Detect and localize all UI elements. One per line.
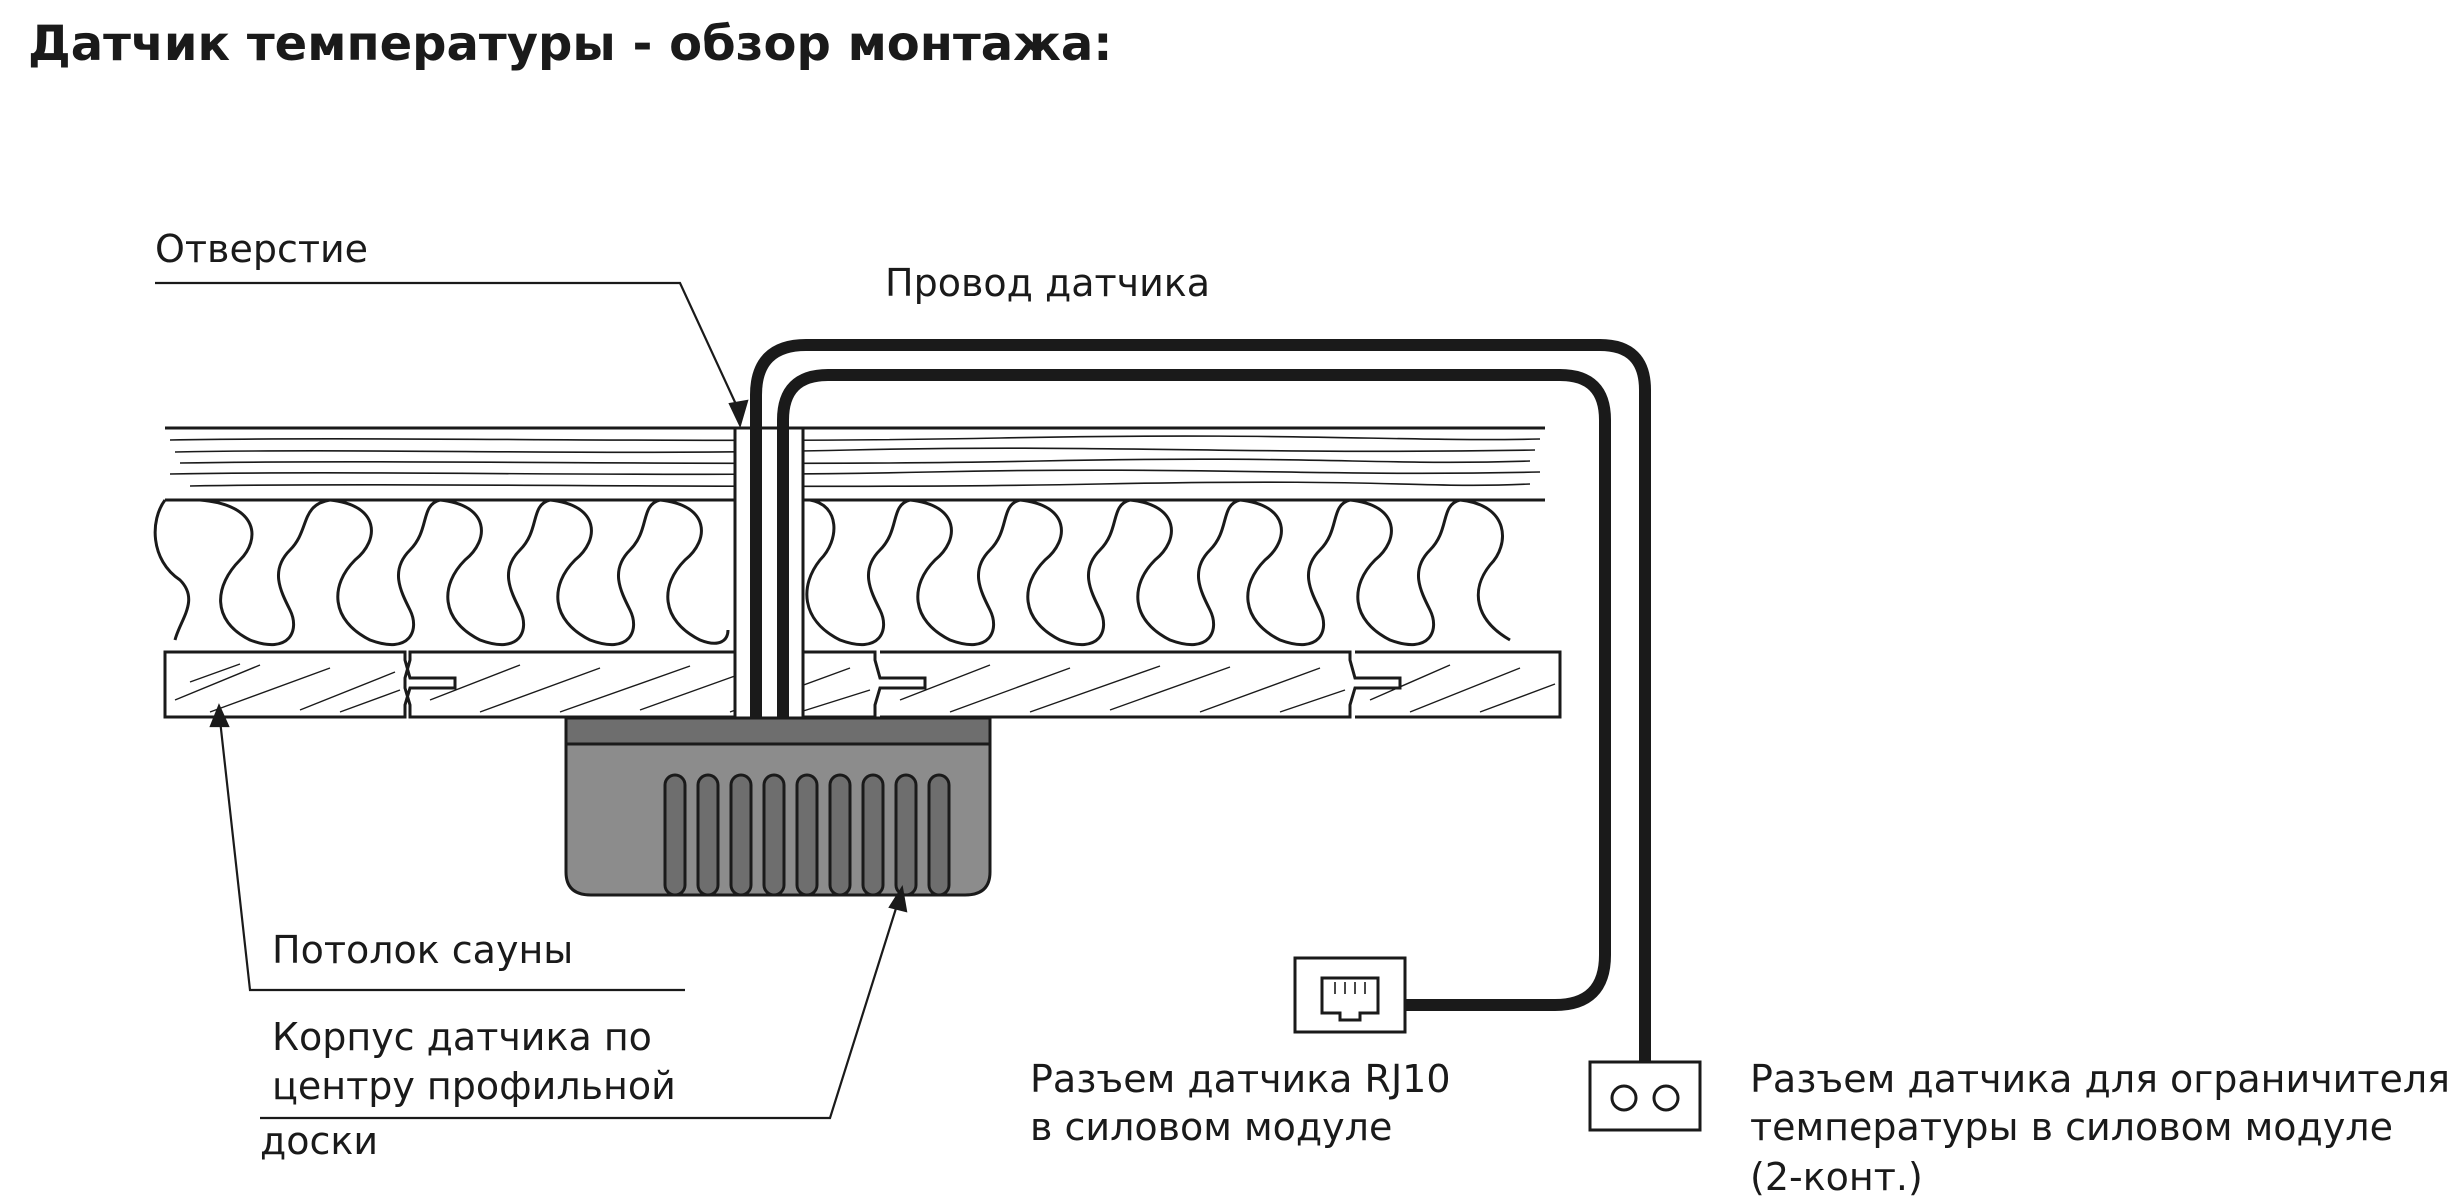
rj10-label-line2: в силовом модуле	[1030, 1105, 1392, 1149]
limiter-2pin-connector	[1588, 1060, 1702, 1132]
sensor-vents	[663, 773, 951, 897]
hole-label: Отверстие	[155, 227, 368, 271]
leader-lines	[155, 281, 908, 1120]
limiter-label-line2: температуры в силовом модуле	[1750, 1105, 2393, 1149]
hole	[733, 426, 805, 720]
page-title: Датчик температуры - обзор монтажа:	[28, 16, 1113, 72]
rj10-label-line1: Разъем датчика RJ10	[1030, 1057, 1451, 1101]
rj10-connector	[1293, 956, 1407, 1034]
sensor-wire	[750, 339, 1651, 1062]
insulation-layer	[153, 498, 1511, 647]
sensor-body-label-line3: доски	[260, 1119, 378, 1163]
top-wood-board	[165, 426, 1545, 502]
sensor-body	[564, 716, 992, 897]
ceiling-profile-boards	[163, 650, 1562, 719]
limiter-label-line3: (2-конт.)	[1750, 1155, 1923, 1199]
sauna-ceiling-label: Потолок сауны	[272, 928, 573, 972]
sensor-body-label-line2: центру профильной	[272, 1064, 676, 1108]
sensor-body-label-line1: Корпус датчика по	[272, 1015, 652, 1059]
limiter-label-line1: Разъем датчика для ограничителя	[1750, 1057, 2448, 1101]
sensor-wire-label: Провод датчика	[885, 261, 1210, 305]
